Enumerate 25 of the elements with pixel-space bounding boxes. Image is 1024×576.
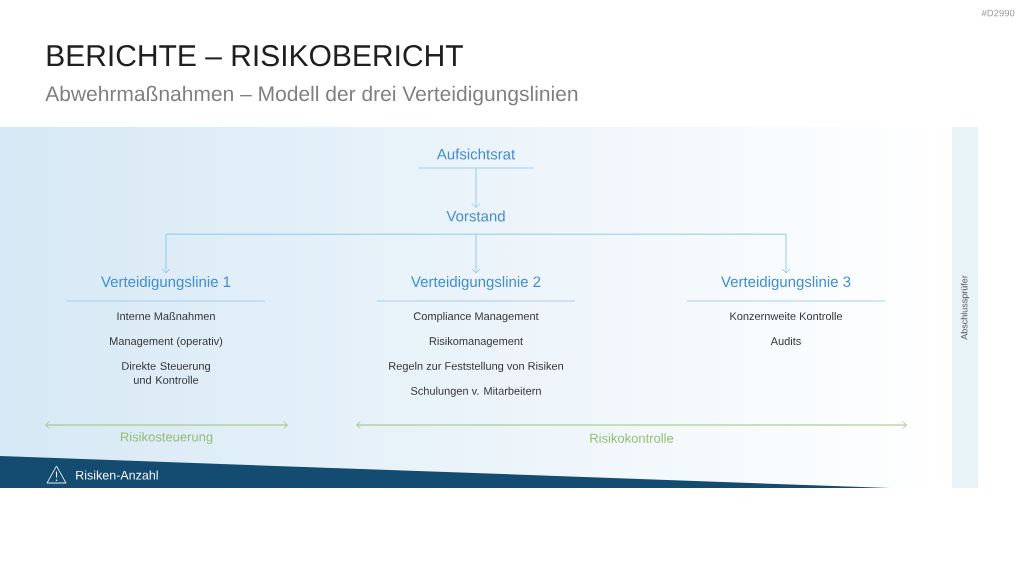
- underlined-heading: Verteidigungslinie 1: [66, 276, 266, 302]
- slide-id: #D2990: [981, 9, 1015, 17]
- underlined-heading: Verteidigungslinie 2: [376, 276, 576, 302]
- span-label: Risikosteuerung: [120, 431, 213, 445]
- underlined-heading: Aufsichtsrat: [417, 148, 535, 169]
- list-item: Management (operativ): [110, 336, 223, 348]
- arrow: [471, 233, 481, 274]
- side-band: Abschlussprüfer: [952, 127, 978, 488]
- slide-subtitle: Abwehrmaßnahmen – Modell der drei Verteidigungslinien: [45, 85, 578, 106]
- arrow: [161, 233, 477, 274]
- list-item: Regeln zur Feststellung von Risiken: [389, 361, 563, 373]
- list-item: Konzernweite Kontrolle: [730, 312, 843, 321]
- list-item: Risikomanagement: [429, 336, 523, 348]
- list-item: Schulungen v. Mitarbeitern: [411, 386, 541, 397]
- wedge-band: Risiken-Anzahl: [0, 456, 890, 488]
- heading-text: Vorstand: [446, 210, 505, 222]
- list-item: Interne Maßnahmen: [117, 312, 215, 321]
- arrow: [475, 233, 791, 274]
- underlined-heading: Verteidigungslinie 3: [686, 276, 886, 302]
- slide-title: BERICHTE – RISIKOBERICHT: [47, 45, 463, 67]
- arrow: [471, 167, 481, 208]
- list-item: Direkte Steuerung und Kontrolle: [122, 361, 210, 384]
- list-item: Audits: [770, 336, 801, 345]
- span-label: Risikokontrolle: [590, 433, 674, 443]
- list-item: Compliance Management: [413, 312, 539, 323]
